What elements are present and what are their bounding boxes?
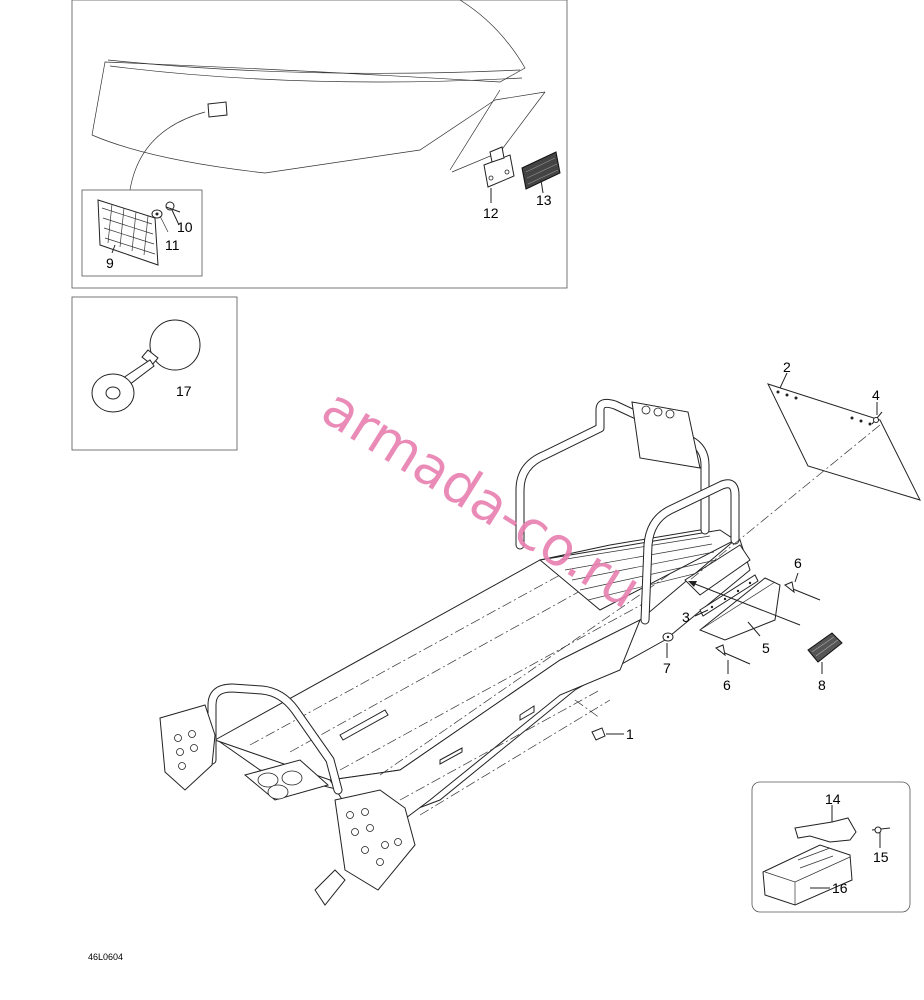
screw-10 <box>165 201 181 213</box>
washer-11 <box>151 209 163 219</box>
callout-4: 4 <box>872 387 880 403</box>
callout-12: 12 <box>483 205 499 221</box>
arrow-3 <box>689 581 801 626</box>
leader-lines <box>111 179 881 889</box>
callout-14: 14 <box>825 791 841 807</box>
bracket-14 <box>794 817 857 843</box>
lamp-16 <box>762 844 853 906</box>
callout-15: 15 <box>873 849 889 865</box>
callout-2: 2 <box>783 359 791 375</box>
callout-3: 3 <box>682 609 690 625</box>
frame-assembly <box>159 398 751 906</box>
callout-6-upper: 6 <box>794 555 802 571</box>
bracket-12 <box>483 146 515 188</box>
callout-5: 5 <box>762 640 770 656</box>
reflector-9 <box>97 199 159 266</box>
support-plate-3 <box>699 574 759 617</box>
reflector-13 <box>521 151 561 190</box>
screw-1 <box>591 727 606 741</box>
diagram-code: 46L0604 <box>88 952 123 962</box>
rivet-6-lower <box>715 644 751 665</box>
callout-1: 1 <box>626 726 634 742</box>
callout-6-lower: 6 <box>723 677 731 693</box>
callout-17: 17 <box>176 383 192 399</box>
screw-15 <box>871 826 891 834</box>
washer-7 <box>662 632 674 642</box>
callout-13: 13 <box>536 192 552 208</box>
reflector-holder-5 <box>699 577 781 641</box>
taillight-inset <box>751 781 911 913</box>
rivet-6-upper <box>784 581 821 601</box>
horn-inset <box>71 296 238 451</box>
rivet-4 <box>871 411 883 425</box>
callout-9: 9 <box>106 255 114 271</box>
callout-10: 10 <box>177 219 193 235</box>
callout-8: 8 <box>818 677 826 693</box>
callouts: 1 2 3 4 5 6 6 7 8 9 10 11 12 13 14 15 16… <box>106 192 889 896</box>
callout-16: 16 <box>832 880 848 896</box>
callout-7: 7 <box>663 660 671 676</box>
reflector-8 <box>807 632 843 663</box>
assembly-centerline <box>689 424 881 581</box>
callout-11: 11 <box>165 237 180 253</box>
hood-reflector-inset <box>71 0 568 289</box>
snow-flap-2 <box>767 383 921 501</box>
